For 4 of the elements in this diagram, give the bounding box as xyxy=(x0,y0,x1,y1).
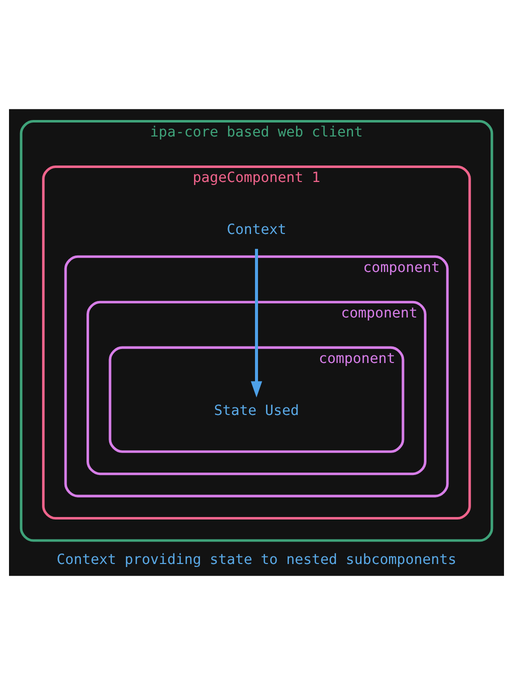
caption: Context providing state to nested subcomponents xyxy=(56,552,456,568)
node-text: State Used xyxy=(213,402,299,419)
arrow xyxy=(250,248,262,398)
node-text: Context xyxy=(226,222,286,238)
